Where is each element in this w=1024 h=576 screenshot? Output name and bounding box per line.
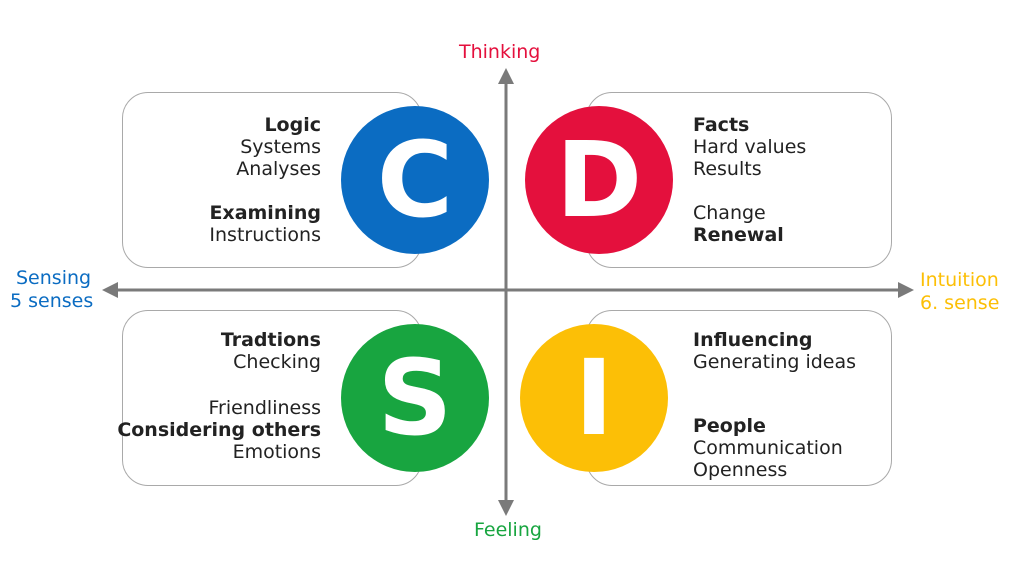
quadrant-c-item: Instructions	[209, 224, 321, 246]
axis-label-sensing: Sensing	[16, 267, 92, 289]
quadrant-d-item: Results	[693, 158, 762, 180]
quadrant-i-item: People	[693, 415, 766, 437]
quadrant-s-item: Tradtions	[220, 329, 321, 351]
quadrant-s-item: Emotions	[232, 441, 321, 463]
quadrant-c-item: Systems	[240, 136, 321, 158]
quadrant-d-item: Hard values	[693, 136, 807, 158]
quadrant-i-item: Openness	[693, 459, 788, 481]
quadrant-c-item: Examining	[209, 202, 321, 224]
axis-label-feeling: Feeling	[474, 519, 542, 541]
quadrant-c-letter: C	[376, 119, 454, 241]
quadrant-s-circle: S	[341, 324, 489, 472]
quadrant-c-item: Logic	[264, 114, 321, 136]
quadrant-i-letter: I	[574, 337, 614, 459]
quadrant-d-item: Renewal	[693, 224, 784, 246]
quadrant-d-item: Facts	[693, 114, 750, 136]
up-arrow-icon	[498, 68, 514, 84]
down-arrow-icon	[498, 500, 514, 516]
quadrant-s-item: Checking	[233, 351, 321, 373]
quadrant-s-item: Friendliness	[208, 397, 321, 419]
quadrant-i-circle: I	[520, 324, 668, 472]
quadrant-i-item: Generating ideas	[693, 351, 857, 373]
quadrant-s-letter: S	[377, 337, 453, 459]
left-arrow-icon	[102, 282, 118, 298]
quadrant-s-item: Considering others	[117, 419, 321, 441]
axis-label-sensing-sub: 5 senses	[10, 290, 94, 312]
quadrant-i-item: Influencing	[693, 329, 813, 351]
quadrant-c-circle: C	[341, 106, 489, 254]
axis-label-intuition-sub: 6. sense	[920, 292, 1000, 314]
quadrant-d-item: Change	[693, 202, 766, 224]
axis-label-intuition: Intuition	[920, 269, 999, 291]
axis-label-thinking: Thinking	[459, 41, 541, 63]
quadrant-d-letter: D	[555, 119, 643, 241]
quadrant-i-item: Communication	[693, 437, 843, 459]
quadrant-c-item: Analyses	[236, 158, 321, 180]
right-arrow-icon	[898, 282, 914, 298]
quadrant-d-circle: D	[525, 106, 673, 254]
